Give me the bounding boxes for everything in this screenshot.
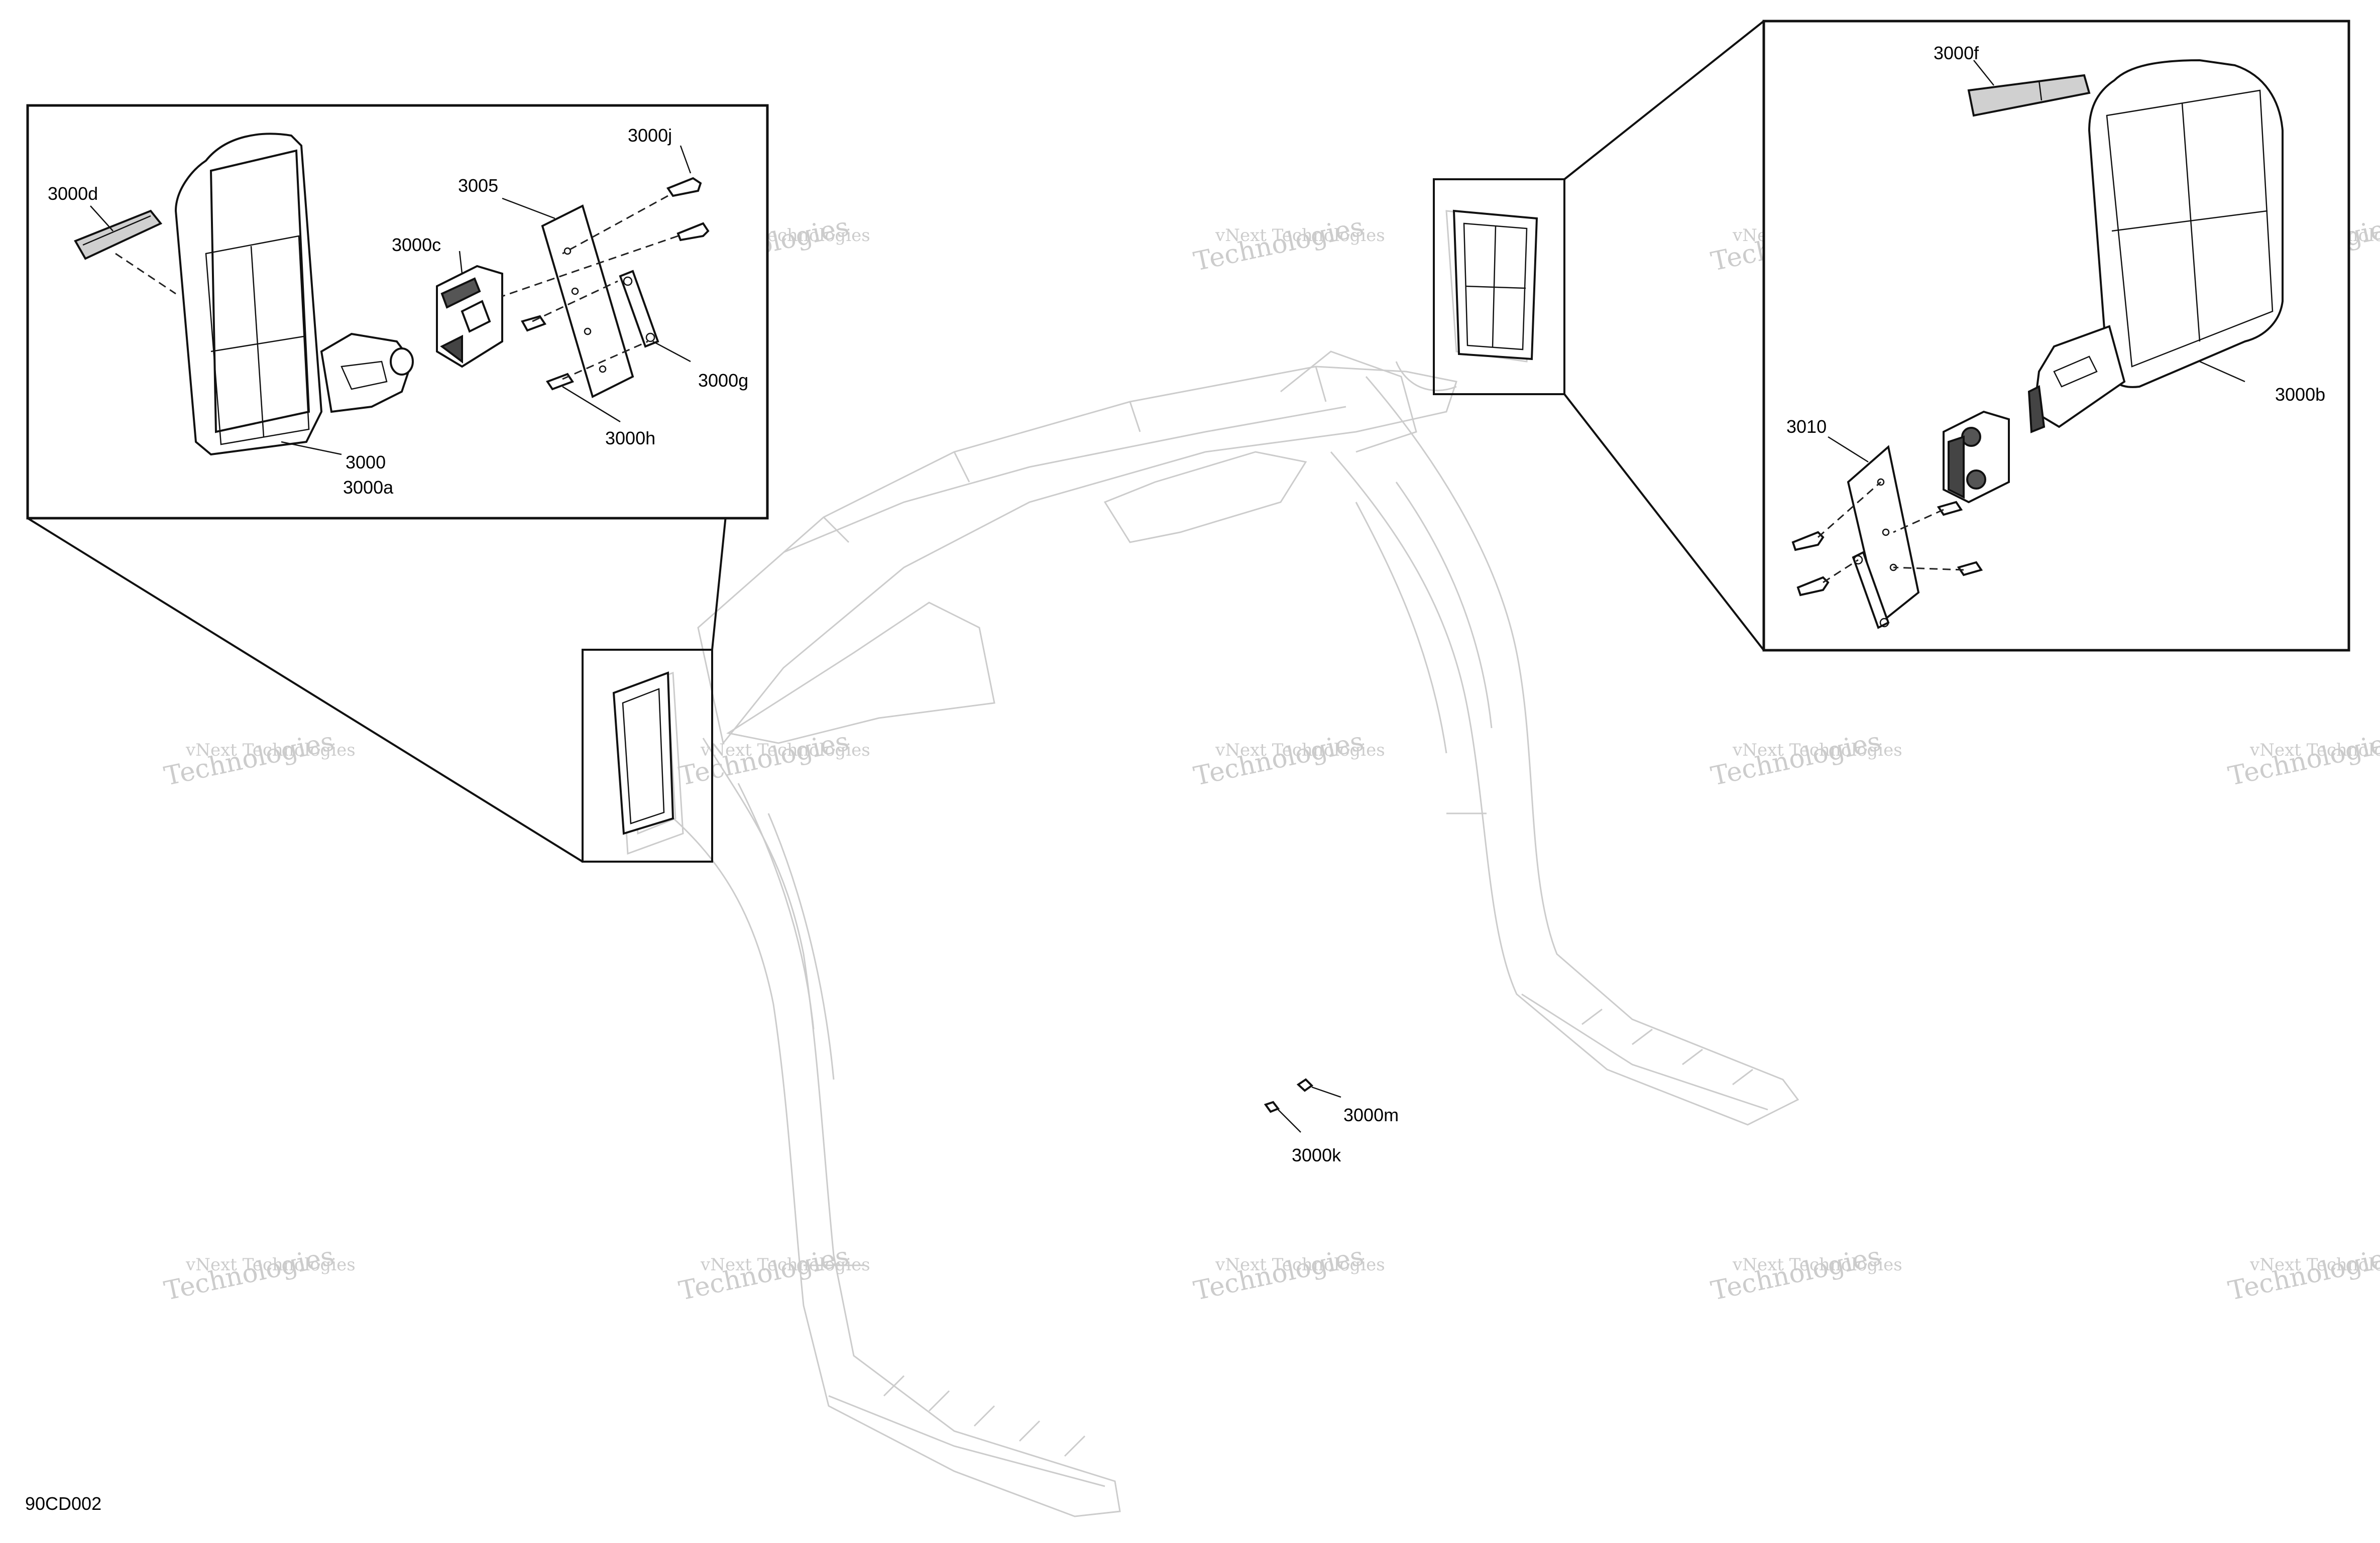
- watermark-text: Technologies: [2226, 1241, 2380, 1307]
- callout-3005: 3005: [458, 175, 498, 196]
- watermark-text: vNext Technologies: [185, 1255, 356, 1275]
- left-strap: [619, 270, 659, 348]
- right-mirror-highlight-box: [1433, 178, 1565, 395]
- left-detail-box: 3000d 3000c 3005 3000j 3000g 3000h 3000 …: [26, 104, 769, 520]
- callout-3010: 3010: [1786, 416, 1827, 437]
- watermark-text: Technologies: [162, 1241, 337, 1307]
- callout-3000c: 3000c: [392, 234, 441, 255]
- callout-3000k: 3000k: [1292, 1145, 1341, 1165]
- watermark-text: vNext Technologies: [185, 740, 356, 760]
- callout-3000b: 3000b: [2275, 384, 2325, 405]
- left-reflector: [74, 209, 176, 295]
- right-detail-box: 3000f 3000b 3010: [1762, 20, 2350, 652]
- left-fasteners: [502, 177, 710, 391]
- left-bracket: [436, 265, 503, 368]
- drawing-id: 90CD002: [25, 1493, 101, 1514]
- watermark-text: Technologies: [162, 727, 337, 792]
- watermark-text: vNext Technologies: [1732, 740, 1902, 760]
- callout-3000d: 3000d: [48, 183, 98, 204]
- right-fasteners: [1791, 481, 1983, 597]
- watermark-text: Technologies: [676, 1241, 852, 1307]
- callout-3000f: 3000f: [1934, 43, 1979, 63]
- watermark-text: Technologies: [1191, 727, 1367, 792]
- watermark-text: vNext Technologies: [700, 740, 870, 760]
- right-mirror-assembly: [2027, 59, 2284, 433]
- right-strap: [1852, 551, 1890, 629]
- callout-3000g: 3000g: [698, 370, 748, 391]
- left-mirror-assembly: [174, 133, 414, 456]
- right-reflector: [1967, 74, 2091, 117]
- watermark-text: Technologies: [1191, 212, 1367, 277]
- watermark-text: Technologies: [1709, 727, 1884, 792]
- watermark-text: Technologies: [2226, 727, 2380, 792]
- callout-3000m: 3000m: [1343, 1105, 1399, 1125]
- left-plate: [541, 204, 634, 398]
- watermark-text: vNext Technologies: [1215, 1255, 1385, 1275]
- callout-3000h: 3000h: [605, 428, 655, 448]
- left-detail-frame: [26, 104, 769, 520]
- center-fasteners: 3000m 3000k: [1264, 1078, 1399, 1165]
- watermark-text: Technologies: [676, 727, 852, 792]
- callout-3000: 3000: [346, 452, 386, 472]
- roll-cage-frame: [617, 210, 1799, 1517]
- watermark-text: Technologies: [1191, 1241, 1367, 1307]
- left-mirror-highlight-box: [582, 649, 713, 863]
- callout-3000j: 3000j: [628, 125, 672, 146]
- zoom-connectors: [27, 20, 1765, 863]
- watermark-text: Technologies: [1709, 1241, 1884, 1307]
- watermark-text: vNext Technologies: [1215, 740, 1385, 760]
- watermark-text: vNext Technologies: [2249, 740, 2380, 760]
- watermark-text: vNext Technologies: [2249, 1255, 2380, 1275]
- callout-3000a: 3000a: [343, 477, 394, 498]
- watermark-text: vNext Technologies: [1732, 1255, 1902, 1275]
- watermark-text: vNext Technologies: [1215, 225, 1385, 246]
- right-bracket: [1943, 410, 2010, 504]
